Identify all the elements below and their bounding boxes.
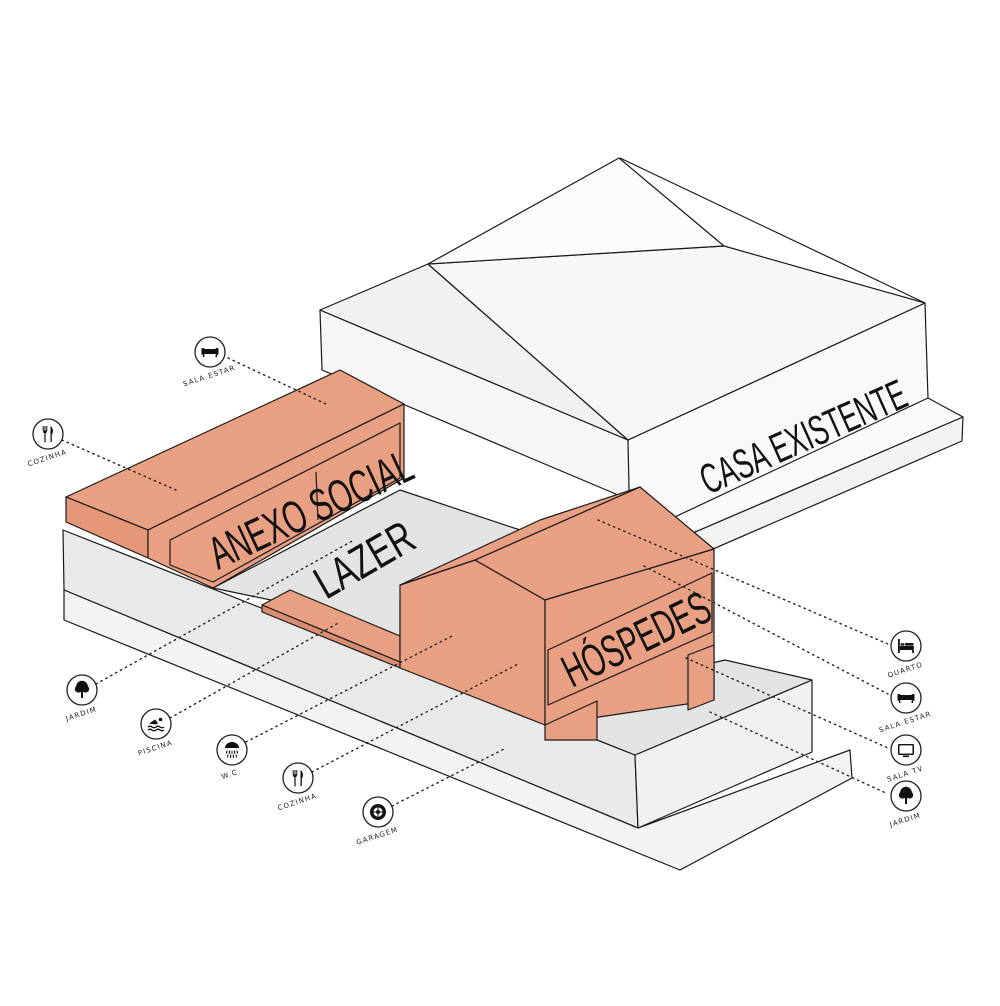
callout-sala-estar-right: SALA ESTAR: [878, 682, 933, 734]
callout-label: QUARTO: [887, 661, 924, 680]
social-annex: [65, 369, 405, 589]
callout-label: JARDIM: [888, 811, 922, 829]
courtyard: [212, 489, 521, 669]
callout-piscina: PISCINA: [137, 708, 174, 758]
guest-house: [399, 486, 715, 741]
tire-icon: [369, 803, 387, 821]
callout-cozinha-left: COZINHA: [27, 418, 68, 468]
annex-opening: [169, 422, 401, 583]
guest-house-window: [547, 572, 713, 706]
callout-cozinha-guest: COZINHA: [277, 762, 318, 812]
callout-sala-tv: SALA TV: [886, 734, 925, 784]
callout-quarto: QUARTO: [887, 630, 924, 680]
existing-house-roof-back: [427, 157, 725, 265]
leader-lines: [61, 357, 889, 807]
guest-house-pier-right: [687, 644, 715, 711]
callout-jardim-left: JARDIM: [64, 674, 98, 723]
guest-house-pier: [544, 700, 598, 741]
callout-label: COZINHA: [277, 792, 318, 812]
callout-label: PISCINA: [137, 739, 174, 758]
callout-label: GARAGEM: [355, 826, 399, 847]
callout-wc: W.C.: [216, 734, 248, 781]
callout-jardim-right: JARDIM: [888, 780, 922, 829]
existing-house: [319, 157, 964, 586]
callout-label: COZINHA: [27, 448, 68, 468]
guest-house-roof-back: [399, 486, 641, 586]
callout-sala-estar-left: SALA ESTAR: [182, 336, 237, 388]
callout-label: W.C.: [221, 767, 243, 781]
callout-garagem: GARAGEM: [355, 796, 399, 847]
callout-label: JARDIM: [64, 705, 98, 723]
